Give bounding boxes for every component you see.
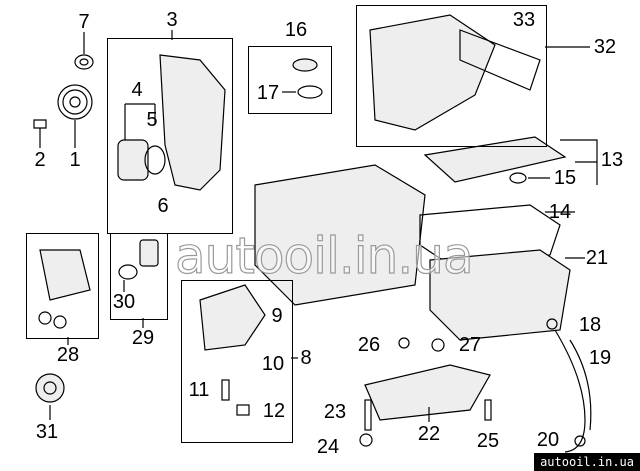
callout-24: 24 <box>316 436 340 458</box>
callout-22: 22 <box>417 423 441 445</box>
callout-5: 5 <box>146 109 158 131</box>
callout-17: 17 <box>256 82 280 104</box>
callout-31: 31 <box>35 421 59 443</box>
callout-28: 28 <box>56 344 80 366</box>
callout-9: 9 <box>271 305 283 327</box>
callout-4: 4 <box>131 79 143 101</box>
crank-pulley <box>57 84 93 120</box>
callout-15: 15 <box>553 167 577 189</box>
callout-3: 3 <box>166 9 178 31</box>
callout-32: 32 <box>593 36 617 58</box>
intake-manifold-group-box <box>356 5 547 147</box>
callout-21: 21 <box>585 247 609 269</box>
callout-20: 20 <box>536 429 560 451</box>
callout-25: 25 <box>476 430 500 452</box>
callout-29: 29 <box>131 327 155 349</box>
callout-14: 14 <box>548 201 572 223</box>
callout-30: 30 <box>112 291 136 313</box>
callout-1: 1 <box>69 149 81 171</box>
callout-23: 23 <box>323 401 347 423</box>
site-badge: autooil.in.ua <box>534 453 640 471</box>
callout-26: 26 <box>357 334 381 356</box>
callout-33: 33 <box>512 9 536 31</box>
callout-7: 7 <box>78 11 90 33</box>
oil-pump-group-box <box>181 280 293 443</box>
timing-cover-group-box <box>107 38 233 234</box>
callout-8: 8 <box>300 347 312 369</box>
callout-12: 12 <box>262 400 286 422</box>
callout-19: 19 <box>588 347 612 369</box>
callout-18: 18 <box>578 314 602 336</box>
callout-16: 16 <box>284 19 308 41</box>
callout-11: 11 <box>188 379 210 401</box>
callout-2: 2 <box>34 149 46 171</box>
water-pump-group-box <box>26 233 99 339</box>
oil-filler-group-box <box>248 46 332 114</box>
callout-10: 10 <box>261 353 285 375</box>
oil-filter-group-box <box>110 233 168 320</box>
watermark: autooil.in.ua <box>174 227 474 285</box>
callout-13: 13 <box>600 149 624 171</box>
callout-6: 6 <box>157 195 169 217</box>
callout-27: 27 <box>458 334 482 356</box>
